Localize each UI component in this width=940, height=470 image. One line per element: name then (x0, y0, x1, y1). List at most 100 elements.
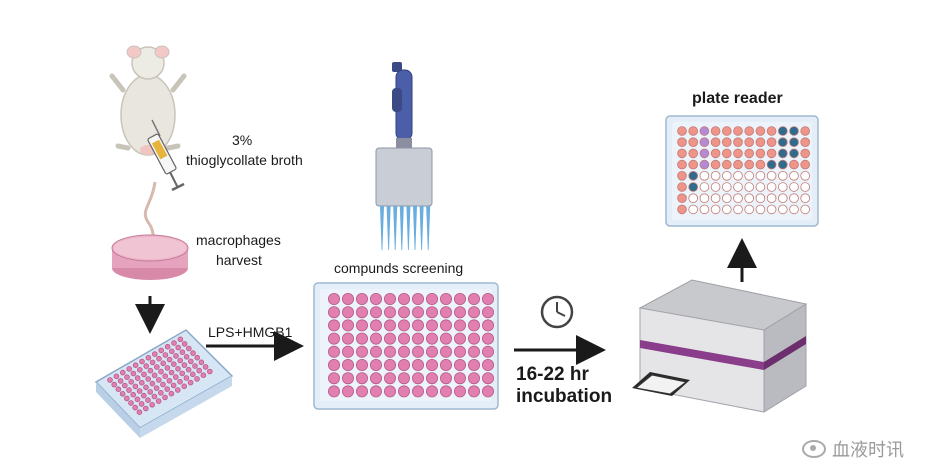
well (194, 376, 200, 382)
result-well (789, 148, 799, 159)
well (145, 397, 151, 404)
well (341, 306, 354, 319)
well (190, 350, 196, 356)
well (341, 319, 354, 332)
well (369, 345, 382, 358)
well (143, 405, 149, 412)
well (166, 356, 173, 363)
result-well (710, 148, 721, 159)
well (355, 372, 368, 385)
thioglycollate-broth-label: thioglycollate broth (186, 152, 303, 168)
well (411, 345, 424, 358)
well (383, 306, 396, 319)
well (383, 358, 396, 371)
well (130, 370, 137, 377)
result-well (800, 193, 810, 204)
well (341, 332, 354, 345)
well (453, 345, 466, 358)
pipette-tip (380, 206, 384, 250)
macrophages-label: macrophages (196, 232, 281, 248)
result-well (733, 171, 743, 181)
screening-label: compunds screening (334, 260, 464, 276)
well (327, 306, 340, 319)
well (327, 345, 340, 358)
result-well (789, 171, 799, 181)
well (171, 361, 177, 368)
result-well (755, 182, 766, 192)
well (164, 365, 171, 371)
incubation-time-label: 16-22 hr (516, 364, 589, 385)
well (341, 345, 354, 358)
pipette-tip (413, 206, 417, 250)
well (158, 389, 164, 396)
result-well (777, 137, 788, 148)
result-well (677, 204, 687, 215)
well (397, 345, 410, 358)
well (190, 371, 196, 378)
result-well (710, 193, 721, 204)
pipette-tip (426, 206, 431, 250)
well (185, 366, 192, 373)
well (168, 369, 175, 376)
well (153, 385, 160, 392)
well (181, 362, 188, 368)
result-well (744, 204, 754, 215)
thioglycollate-percent-label: 3% (232, 132, 253, 148)
well (341, 372, 354, 385)
result-well (744, 193, 754, 204)
well (162, 352, 169, 358)
pipette-tip (406, 206, 411, 250)
well (149, 401, 156, 408)
result-well (777, 193, 788, 204)
result-well (744, 126, 754, 136)
result-well (766, 148, 777, 159)
well (162, 373, 169, 380)
result-well (755, 148, 766, 159)
well (139, 358, 145, 365)
result-well (766, 137, 777, 148)
well (355, 306, 368, 319)
result-well (789, 193, 799, 204)
well (166, 377, 173, 384)
result-well (777, 204, 788, 215)
well (327, 319, 340, 332)
result-well (800, 148, 810, 159)
pipette-icon (375, 62, 433, 250)
well (327, 332, 340, 345)
result-well (789, 126, 799, 136)
well (383, 385, 396, 398)
result-well (755, 204, 766, 215)
well (183, 353, 190, 360)
perspective-plate-icon (94, 329, 234, 438)
result-well (766, 171, 777, 181)
well (425, 292, 438, 305)
well (156, 377, 162, 383)
well (481, 385, 494, 398)
well (425, 345, 438, 358)
well (341, 358, 354, 371)
well (467, 385, 480, 398)
harvest-label: harvest (216, 252, 262, 268)
result-well (710, 204, 721, 215)
well (467, 358, 480, 371)
well (397, 332, 410, 345)
result-well (699, 171, 710, 181)
well (134, 396, 141, 403)
well (177, 357, 184, 364)
mouse-icon (109, 45, 187, 246)
well (160, 381, 166, 388)
well (327, 358, 340, 371)
well (145, 354, 152, 361)
well (188, 358, 194, 365)
well (132, 383, 139, 390)
result-well (688, 137, 698, 148)
well (439, 292, 452, 305)
result-well (744, 182, 754, 192)
well (383, 332, 396, 345)
pipette-tip (399, 206, 404, 250)
well (154, 364, 160, 370)
weibo-eye-icon (802, 440, 826, 458)
well (467, 306, 480, 319)
well (181, 341, 188, 347)
well (196, 367, 203, 374)
